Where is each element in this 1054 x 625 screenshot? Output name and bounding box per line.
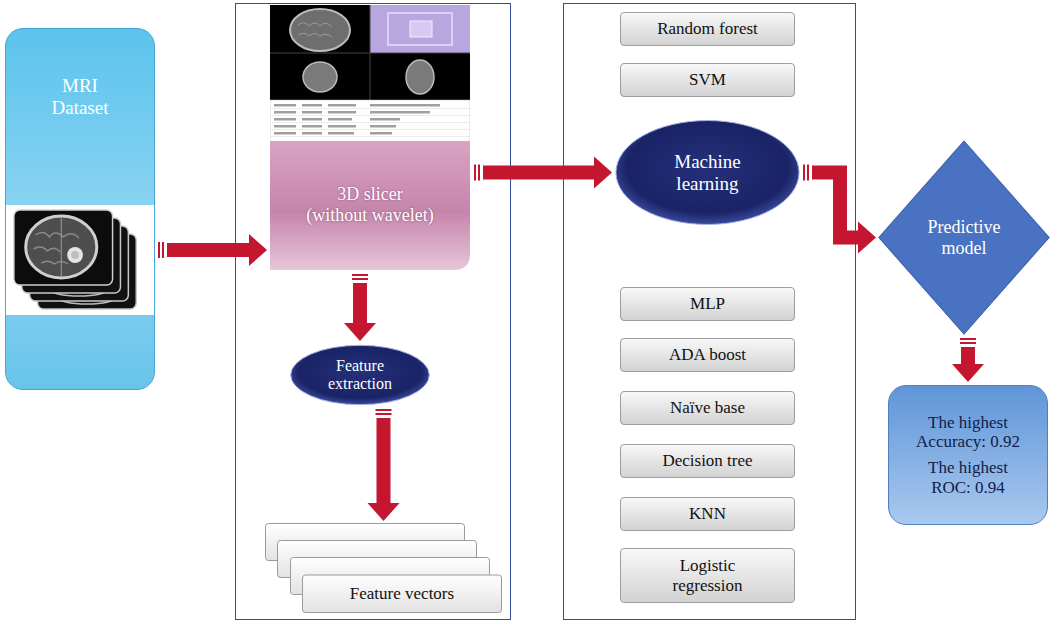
node-label: MLP [690,294,725,314]
arrow-tail-stripe [803,165,805,181]
node-label: SVM [689,70,726,90]
arrow-tail-stripe [960,342,976,344]
arrow-shaft [483,166,594,180]
arrow-tail-stripe [474,165,476,181]
node-label: 3D slicer (without wavelet) [285,184,455,225]
node-label: ADA boost [669,345,746,365]
arrow-tail-stripe [478,165,480,181]
arrow-head [858,222,876,254]
arrow-tail-stripe [960,338,976,340]
ellipse-fill [291,345,430,404]
flow-arrow [159,234,267,266]
arrow-tail-stripe [352,274,368,276]
slicer-screenshot [270,5,470,270]
arrow-tail-stripe [376,413,392,415]
node-label: Random forest [657,19,758,39]
algorithm-box: MLP [620,287,795,321]
arrow-head [344,323,376,341]
classifier-panel [564,4,856,620]
arrow-tail-stripe [162,242,164,258]
arrow-shaft [377,418,391,503]
node-label: Logistic regression [653,556,763,595]
node-label: Feature vectors [350,584,454,604]
node-label: MRI Dataset [38,75,122,119]
node-label: Machine learning [658,151,758,195]
algorithm-box: KNN [620,497,795,531]
flow-arrow [952,339,984,382]
arrow-head [368,503,400,521]
algorithm-box: Naïve base [620,391,795,425]
algorithm-box: Random forest [620,12,795,46]
flow-arrow [344,275,376,341]
arrow-head [952,364,984,382]
node-label: KNN [689,504,726,524]
arrow-shaft [961,347,975,364]
algorithm-box: ADA boost [620,338,795,372]
arrow-tail-stripe [807,165,809,181]
algorithm-box: Decision tree [620,444,795,478]
node-label: Decision tree [662,451,752,471]
node-label: Naïve base [670,398,745,418]
node-label: Feature extraction [312,357,408,394]
ellipse-fill [616,121,799,225]
arrow-tail-stripe [352,278,368,280]
flow-arrow [804,165,876,254]
arrow-shaft [812,173,858,238]
decision-diamond: Predictive model [878,140,1050,335]
diamond-fill [879,141,1049,334]
output-stack: Feature vectors [265,523,502,613]
arrow-shaft [167,243,249,257]
node-label: Predictive model [919,217,1009,258]
node-label: The highest ROC: 0.94 [906,458,1031,497]
process-ellipse: Feature extraction [290,345,430,405]
arrow-head [594,157,612,189]
algorithm-box: SVM [620,63,795,97]
node-label: The highest Accuracy: 0.92 [906,413,1031,452]
dataset-box: MRI Dataset [5,28,155,390]
flow-arrow [368,410,400,521]
tool-box: 3D slicer (without wavelet) [270,5,470,270]
arrow-head [249,234,267,266]
result-box: The highest Accuracy: 0.92The highest RO… [888,385,1048,525]
process-ellipse: Machine learning [615,120,800,225]
arrow-shaft [353,283,367,323]
extraction-panel [236,4,511,620]
mri-slices-illustration [6,205,154,315]
algorithm-box: Logistic regression [620,548,795,603]
arrow-tail-stripe [158,242,160,258]
arrow-tail-stripe [376,409,392,411]
flow-arrow [475,157,612,189]
